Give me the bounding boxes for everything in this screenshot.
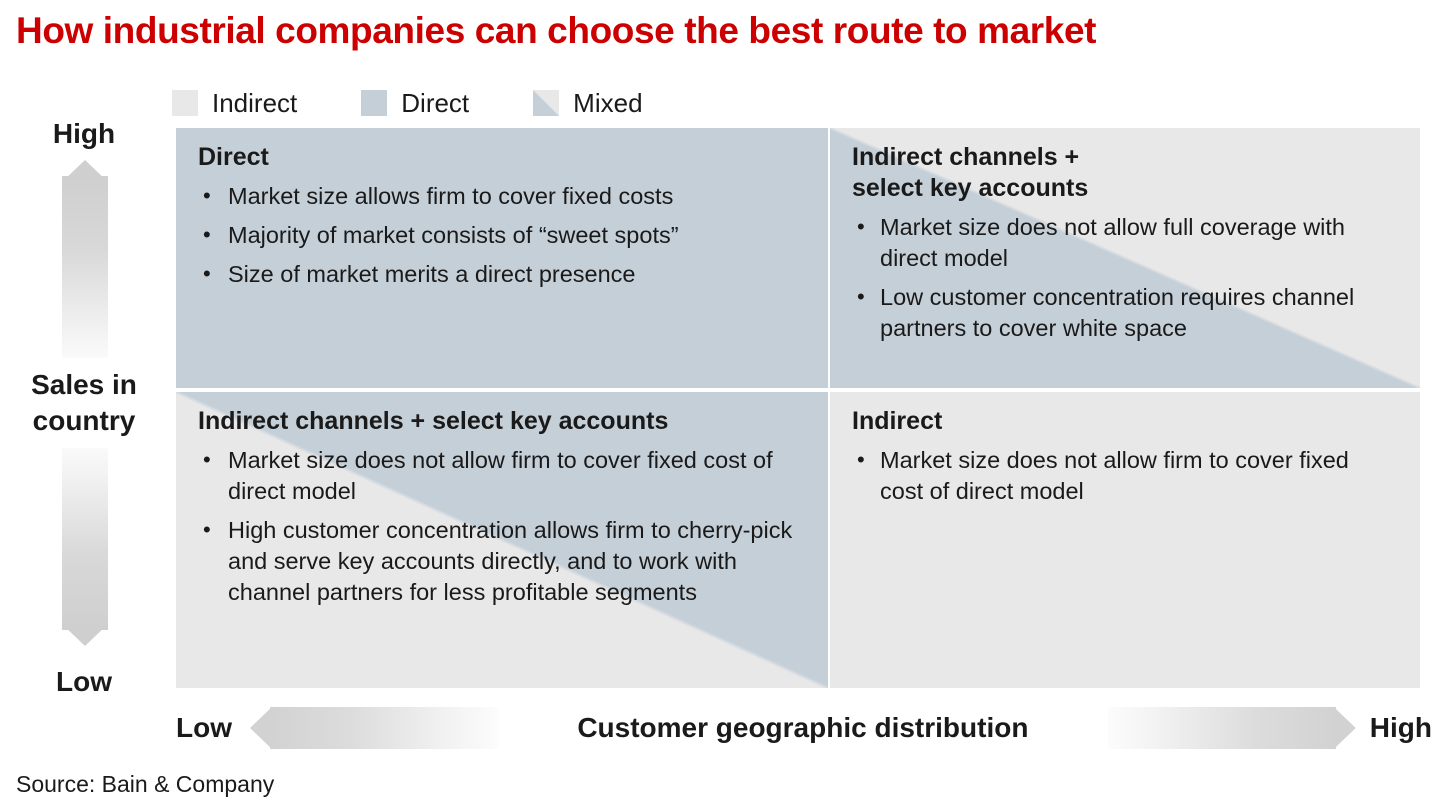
y-axis-title: Sales in country bbox=[31, 369, 137, 436]
y-axis-up-arrow-icon bbox=[62, 160, 108, 358]
chart-legend: Indirect Direct Mixed bbox=[172, 85, 643, 121]
legend-label-mixed: Mixed bbox=[573, 87, 643, 118]
x-axis-left-arrow-icon bbox=[250, 707, 498, 749]
legend-swatch-indirect-icon bbox=[172, 90, 198, 116]
list-item: Market size allows firm to cover fixed c… bbox=[198, 180, 806, 212]
list-item: Market size does not allow full coverage… bbox=[852, 211, 1398, 274]
quadrant-top-left-bullets: Market size allows firm to cover fixed c… bbox=[198, 180, 806, 290]
legend-swatch-mixed-icon bbox=[533, 90, 560, 116]
quadrant-matrix: Direct Market size allows firm to cover … bbox=[176, 128, 1420, 688]
y-axis: High Sales in country Low bbox=[0, 118, 168, 698]
legend-label-indirect: Indirect bbox=[212, 87, 298, 118]
quadrant-top-right-heading: Indirect channels + select key accounts bbox=[852, 143, 1089, 202]
legend-item-mixed: Mixed bbox=[533, 85, 643, 121]
quadrant-bottom-right-heading: Indirect bbox=[852, 407, 943, 435]
x-axis-low-label: Low bbox=[176, 712, 232, 743]
quadrant-bottom-left-heading: Indirect channels + select key accounts bbox=[198, 407, 669, 435]
legend-item-direct: Direct bbox=[361, 85, 469, 121]
quadrant-bottom-right: Indirect Market size does not allow firm… bbox=[830, 392, 1420, 688]
legend-item-indirect: Indirect bbox=[172, 85, 297, 121]
matrix-horizontal-divider bbox=[176, 388, 1420, 392]
y-axis-high-label: High bbox=[52, 118, 116, 149]
y-axis-down-arrow-icon bbox=[62, 448, 108, 646]
list-item: High customer concentration allows firm … bbox=[198, 514, 806, 608]
list-item: Size of market merits a direct presence bbox=[198, 258, 806, 290]
x-axis-right-arrow-icon bbox=[1107, 707, 1356, 749]
list-item: Market size does not allow firm to cover… bbox=[198, 444, 806, 507]
matrix-vertical-divider bbox=[828, 128, 830, 688]
x-axis: Low Customer geographic distribution Hig… bbox=[176, 702, 1432, 754]
quadrant-top-right-bullets: Market size does not allow full coverage… bbox=[852, 211, 1398, 344]
y-axis-low-label: Low bbox=[56, 666, 112, 697]
quadrant-top-left-heading: Direct bbox=[198, 143, 269, 171]
quadrant-bottom-left: Indirect channels + select key accounts … bbox=[176, 392, 828, 688]
list-item: Majority of market consists of “sweet sp… bbox=[198, 219, 806, 251]
list-item: Market size does not allow firm to cover… bbox=[852, 444, 1398, 507]
list-item: Low customer concentration requires chan… bbox=[852, 281, 1398, 344]
x-axis-title: Customer geographic distribution bbox=[577, 712, 1029, 743]
quadrant-top-left: Direct Market size allows firm to cover … bbox=[176, 128, 828, 388]
legend-label-direct: Direct bbox=[401, 87, 470, 118]
x-axis-high-label: High bbox=[1369, 712, 1432, 743]
quadrant-bottom-right-bullets: Market size does not allow firm to cover… bbox=[852, 444, 1398, 507]
legend-swatch-direct-icon bbox=[361, 90, 388, 116]
quadrant-top-right: Indirect channels + select key accounts … bbox=[830, 128, 1420, 388]
quadrant-bottom-left-bullets: Market size does not allow firm to cover… bbox=[198, 444, 806, 608]
source-note: Source: Bain & Company bbox=[16, 771, 275, 797]
chart-title: How industrial companies can choose the … bbox=[16, 10, 1097, 51]
